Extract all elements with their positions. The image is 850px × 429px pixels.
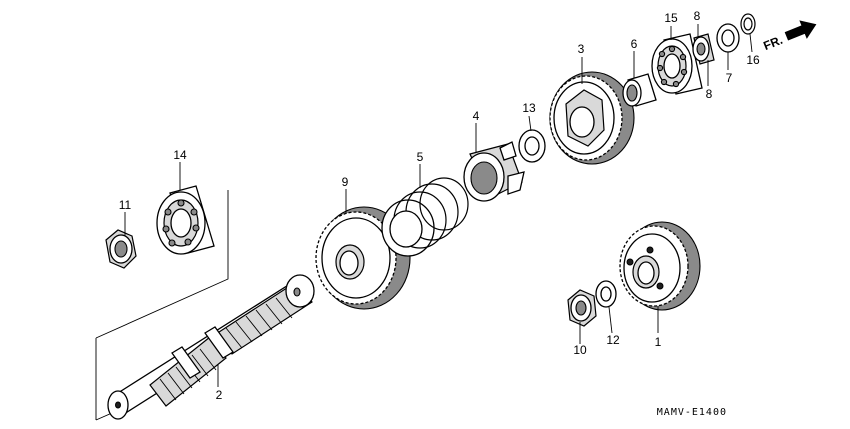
callout-2: 2 <box>216 388 223 402</box>
diagram-code: MAMV-E1400 <box>657 407 727 418</box>
front-arrow-icon <box>784 20 817 41</box>
nut-10-part[interactable] <box>567 289 597 327</box>
callout-12: 12 <box>606 333 620 347</box>
callout-8-bottom: 8 <box>706 87 713 101</box>
callout-3: 3 <box>578 42 585 56</box>
callout-labels: 1 2 3 4 5 6 7 8 8 9 10 11 12 13 14 15 16 <box>119 9 760 402</box>
callout-6: 6 <box>631 37 638 51</box>
callout-8-top: 8 <box>694 9 701 23</box>
front-label: FR. <box>761 33 784 53</box>
callout-1: 1 <box>655 335 662 349</box>
callout-16: 16 <box>746 53 760 67</box>
callout-4: 4 <box>473 109 480 123</box>
callout-5: 5 <box>417 150 424 164</box>
callout-11: 11 <box>119 198 132 212</box>
bearing-14-part[interactable] <box>156 185 215 255</box>
snap-ring-16-part[interactable] <box>740 13 756 35</box>
bushing-6-part[interactable] <box>622 73 657 107</box>
bearing-15-part[interactable] <box>651 33 703 95</box>
callout-14: 14 <box>173 148 187 162</box>
mainshaft-part[interactable] <box>107 274 315 420</box>
front-direction-indicator: FR. <box>761 20 817 53</box>
collar-4-part[interactable] <box>463 141 525 202</box>
gear-1-part[interactable] <box>619 221 701 311</box>
callout-9: 9 <box>342 175 349 189</box>
nut-11-part[interactable] <box>105 229 137 269</box>
collar-8-part[interactable] <box>692 33 715 65</box>
callout-7: 7 <box>726 71 733 85</box>
spring-5-part[interactable] <box>381 177 469 257</box>
callout-15: 15 <box>664 11 678 25</box>
washer-7-part[interactable] <box>716 23 740 53</box>
washer-13-part[interactable] <box>518 129 546 163</box>
callout-10: 10 <box>573 343 587 357</box>
gear-3-part[interactable] <box>549 71 635 165</box>
leader-lines <box>124 24 753 387</box>
washer-12-part[interactable] <box>595 280 617 308</box>
callout-13: 13 <box>522 101 536 115</box>
